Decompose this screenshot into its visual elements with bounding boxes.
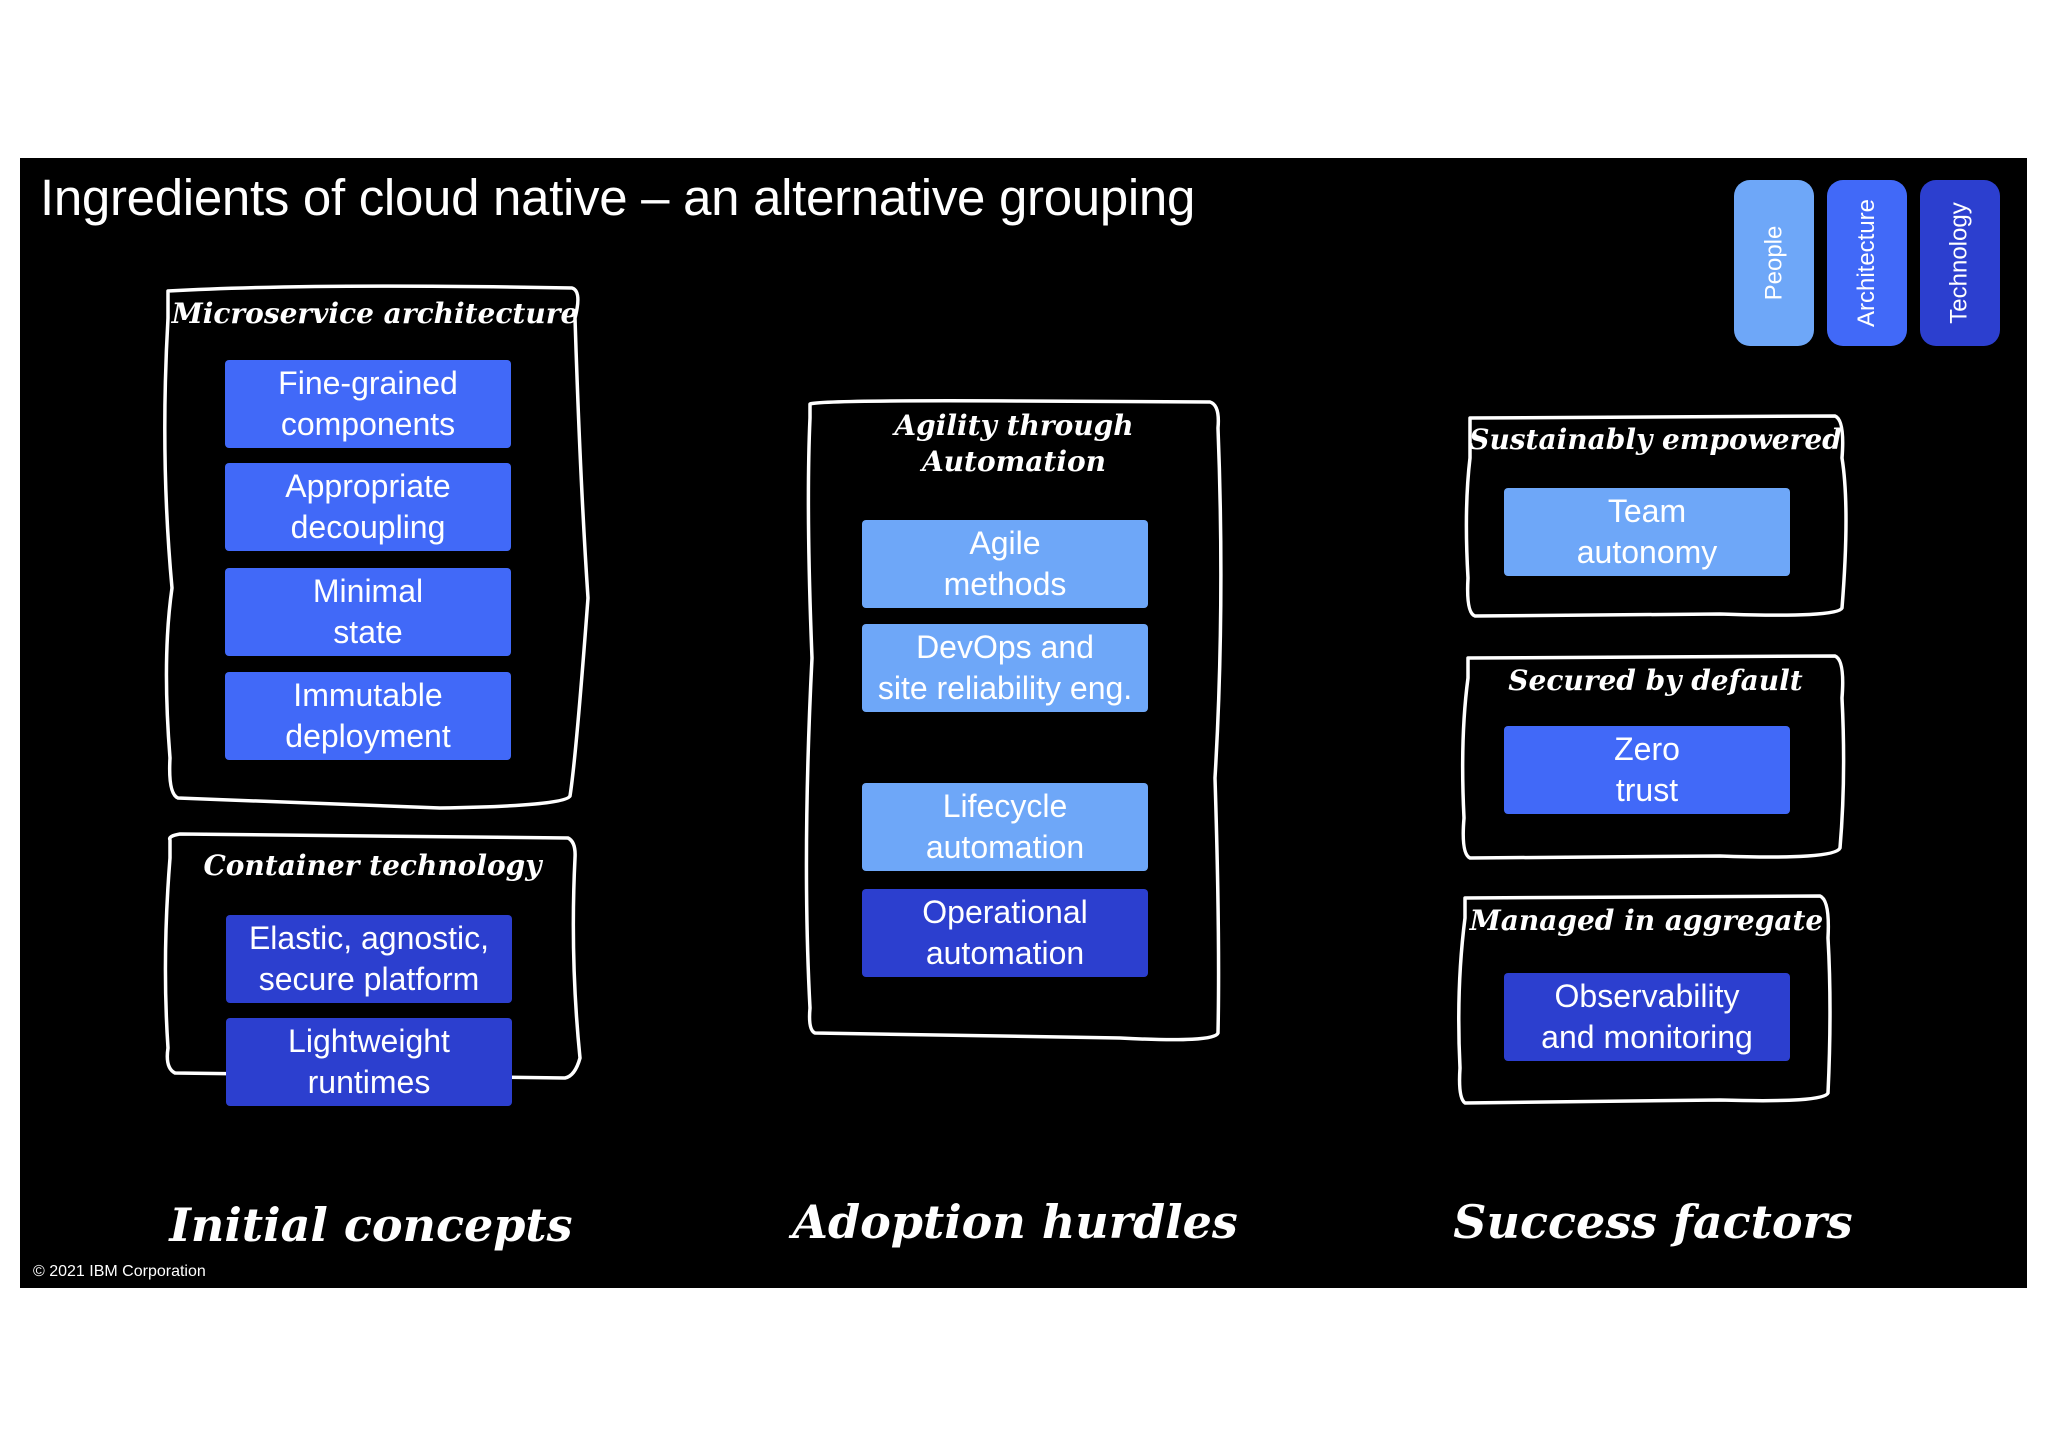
group-title-sustainably: Sustainably empowered (1469, 423, 1842, 456)
box-fine-grained-components: Fine-grained components (225, 360, 511, 448)
slide: Ingredients of cloud native – an alterna… (20, 158, 2027, 1288)
box-team-autonomy: Team autonomy (1504, 488, 1790, 576)
box-minimal-state: Minimal state (225, 568, 511, 656)
group-title-secured: Secured by default (1508, 664, 1803, 697)
box-agile-methods: Agile methods (862, 520, 1148, 608)
copyright-notice: © 2021 IBM Corporation (33, 1263, 206, 1280)
frame-sustainably (1464, 414, 1848, 618)
box-lightweight-runtimes: Lightweight runtimes (226, 1018, 512, 1106)
box-immutable-deployment: Immutable deployment (225, 672, 511, 760)
column-label-success-factors: Success factors (1453, 1195, 1853, 1249)
frame-container (163, 832, 582, 1080)
group-title-container: Container technology (203, 849, 542, 882)
frame-agility (804, 399, 1223, 1042)
slide-title: Ingredients of cloud native – an alterna… (40, 169, 1196, 226)
group-title-agility: Agility through Automation (894, 409, 1134, 478)
box-elastic-platform: Elastic, agnostic, secure platform (226, 915, 512, 1003)
box-observability-monitoring: Observability and monitoring (1504, 973, 1790, 1061)
frame-microservice (163, 284, 590, 810)
legend-people: People (1734, 180, 1814, 346)
group-title-microservice: Microservice architecture (171, 297, 579, 330)
frame-secured (1460, 654, 1846, 860)
box-operational-automation: Operational automation (862, 889, 1148, 977)
column-label-adoption-hurdles: Adoption hurdles (792, 1195, 1238, 1249)
box-zero-trust: Zero trust (1504, 726, 1790, 814)
box-devops-sre: DevOps and site reliability eng. (862, 624, 1148, 712)
legend-architecture: Architecture (1827, 180, 1907, 346)
box-lifecycle-automation: Lifecycle automation (862, 783, 1148, 871)
box-appropriate-decoupling: Appropriate decoupling (225, 463, 511, 551)
group-frames (163, 284, 1848, 1105)
frame-managed (1457, 894, 1832, 1105)
group-title-managed: Managed in aggregate (1469, 904, 1824, 937)
legend-technology: Technology (1920, 180, 2000, 346)
column-label-initial-concepts: Initial concepts (169, 1198, 573, 1252)
